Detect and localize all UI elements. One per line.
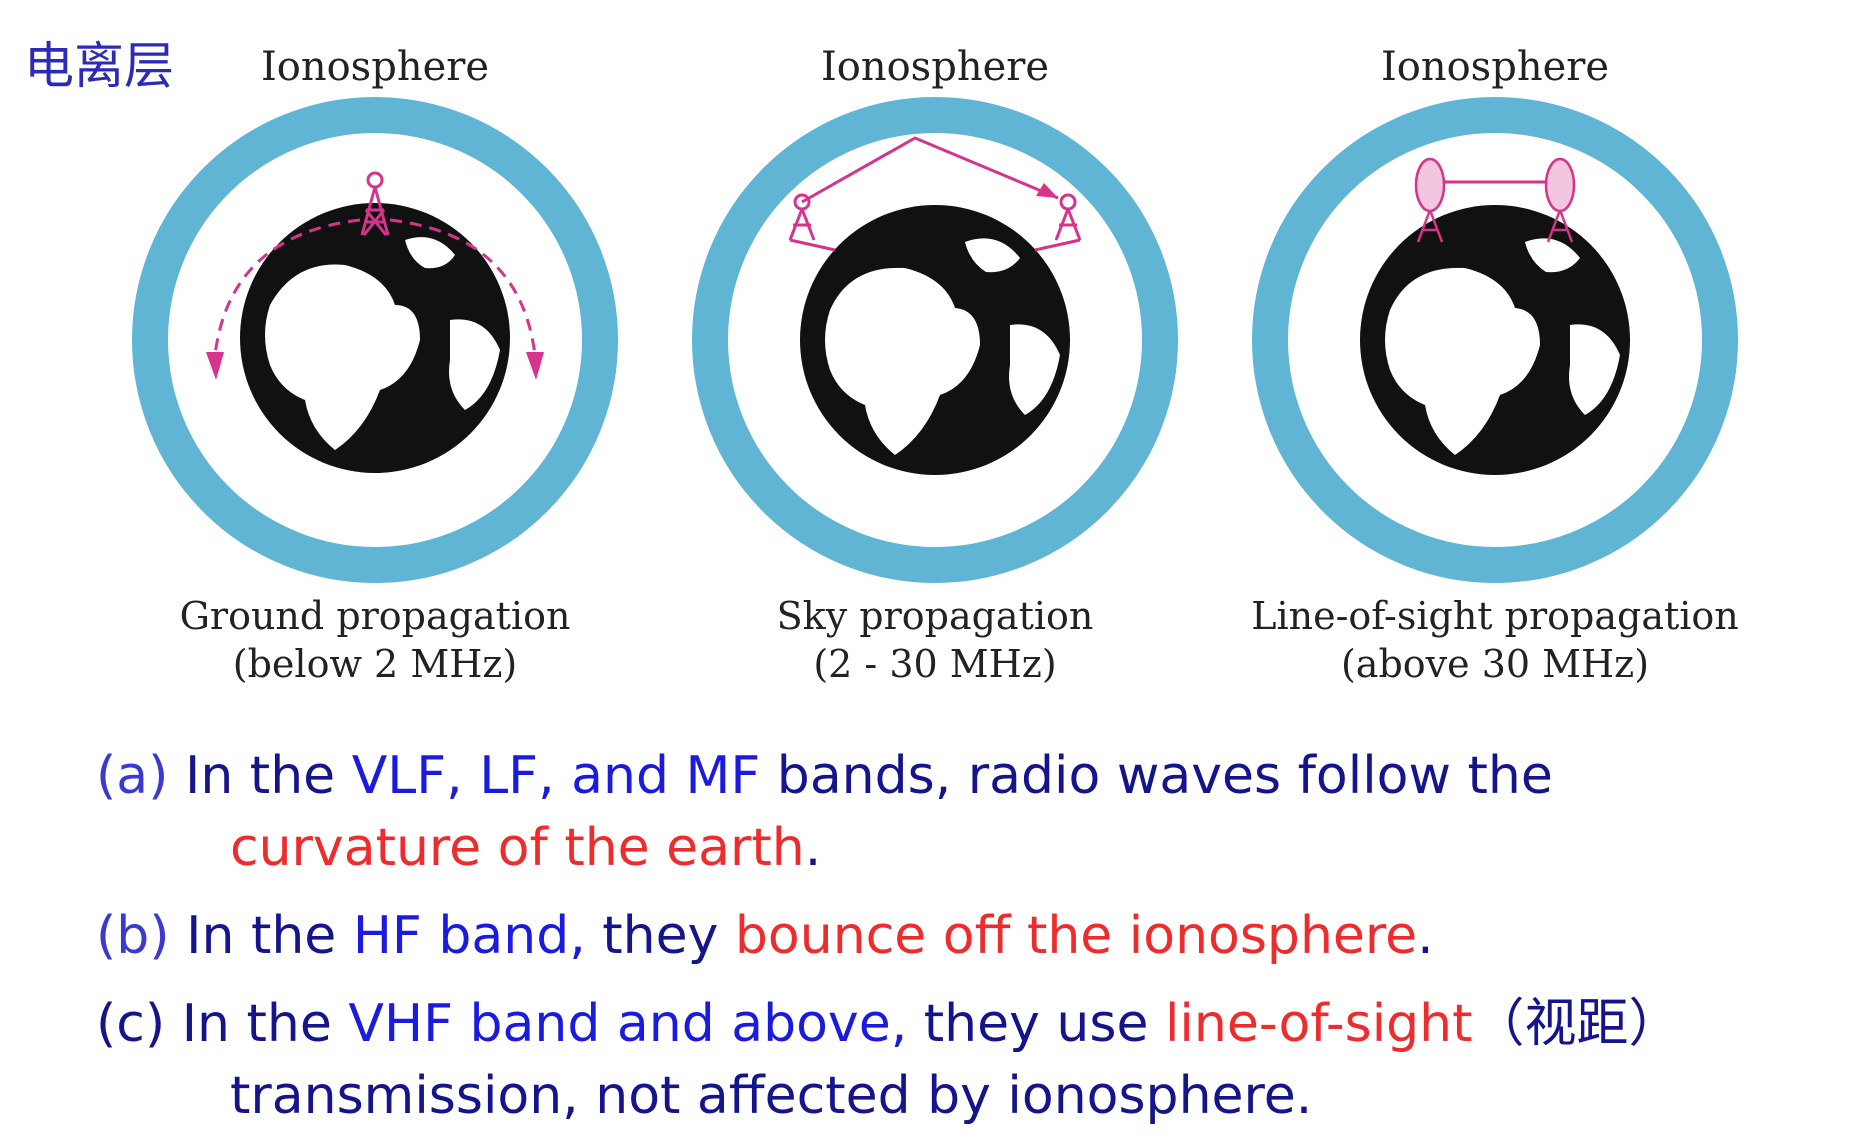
earth-globe bbox=[1360, 205, 1630, 475]
note-a-highlight: curvature of the earth bbox=[230, 818, 805, 878]
note-a-bands: VLF, LF, and MF bbox=[351, 746, 761, 806]
ionosphere-chinese-label: 电离层 bbox=[24, 37, 174, 95]
note-b-highlight: bounce off the ionosphere bbox=[734, 906, 1418, 966]
panel-caption-frequency: (below 2 MHz) bbox=[232, 642, 518, 686]
note-b-line: (b) In the HF band, they bounce off the … bbox=[96, 900, 1434, 972]
ground-propagation-diagram bbox=[132, 97, 618, 583]
note-b-period: . bbox=[1417, 906, 1434, 966]
note-c-text-2: they use bbox=[907, 994, 1165, 1054]
panel-caption-mode: Ground propagation bbox=[179, 594, 571, 638]
ionosphere-ring bbox=[132, 97, 618, 583]
note-c-line-2: transmission, not affected by ionosphere… bbox=[230, 1060, 1312, 1132]
arrowhead-left-icon bbox=[206, 352, 224, 380]
sky-wave-path bbox=[801, 136, 1059, 204]
panel-caption-mode: Sky propagation bbox=[776, 594, 1094, 638]
ionosphere-ring bbox=[1252, 97, 1738, 583]
earth-globe bbox=[800, 205, 1070, 475]
arrowhead-icon bbox=[1036, 183, 1058, 198]
ground-wave-right-path bbox=[389, 218, 537, 356]
panel-title: Ionosphere bbox=[260, 44, 490, 90]
note-a-line-1: (a) In the VLF, LF, and MF bands, radio … bbox=[96, 740, 1553, 812]
note-c-label: (c) bbox=[96, 994, 166, 1054]
dish-antenna-left-icon bbox=[1414, 157, 1446, 243]
transmitter-tower-right-icon bbox=[1034, 193, 1082, 252]
earth-globe bbox=[240, 203, 510, 473]
note-b-band: HF band, bbox=[352, 906, 586, 966]
panel-sky-propagation: Ionosphere Sky propagation (2 - 30 MHz) bbox=[655, 30, 1215, 700]
ground-wave-left-path bbox=[213, 218, 361, 356]
note-b-text: In the bbox=[186, 906, 353, 966]
note-b-text-2: they bbox=[585, 906, 735, 966]
note-c-text-3: transmission, not affected by ionosphere… bbox=[230, 1066, 1313, 1126]
ionosphere-ring bbox=[692, 97, 1178, 583]
note-c-chinese-gloss: （视距） bbox=[1472, 994, 1681, 1054]
panel-title: Ionosphere bbox=[820, 44, 1050, 90]
note-c-line-1: (c) In the VHF band and above, they use … bbox=[96, 988, 1681, 1060]
note-a-period: . bbox=[804, 818, 822, 878]
panel-caption-mode: Line-of-sight propagation bbox=[1251, 594, 1739, 638]
sky-propagation-diagram bbox=[692, 97, 1178, 583]
panel-ground-propagation: Ionosphere Ground propagation (below 2 M… bbox=[95, 30, 655, 700]
note-a-label: (a) bbox=[96, 746, 169, 806]
panel-title: Ionosphere bbox=[1380, 44, 1610, 90]
note-c-highlight: line-of-sight bbox=[1164, 994, 1473, 1054]
note-a-text-2: bands, radio waves follow the bbox=[760, 746, 1553, 806]
line-of-sight-diagram bbox=[1252, 97, 1738, 583]
panel-line-of-sight-propagation: Ionosphere Line-of-sight propagation (ab… bbox=[1215, 30, 1775, 700]
note-a-text: In the bbox=[184, 746, 352, 806]
panel-caption-frequency: (above 30 MHz) bbox=[1340, 642, 1650, 686]
transmitter-tower-icon bbox=[360, 171, 390, 236]
note-c-band: VHF band and above, bbox=[348, 994, 908, 1054]
note-a-line-2: curvature of the earth. bbox=[230, 812, 821, 884]
note-b-label: (b) bbox=[96, 906, 170, 966]
arrowhead-right-icon bbox=[526, 352, 544, 380]
note-c-text: In the bbox=[181, 994, 349, 1054]
dish-antenna-right-icon bbox=[1544, 157, 1576, 243]
transmitter-tower-left-icon bbox=[788, 193, 836, 252]
panel-caption-frequency: (2 - 30 MHz) bbox=[813, 642, 1057, 686]
